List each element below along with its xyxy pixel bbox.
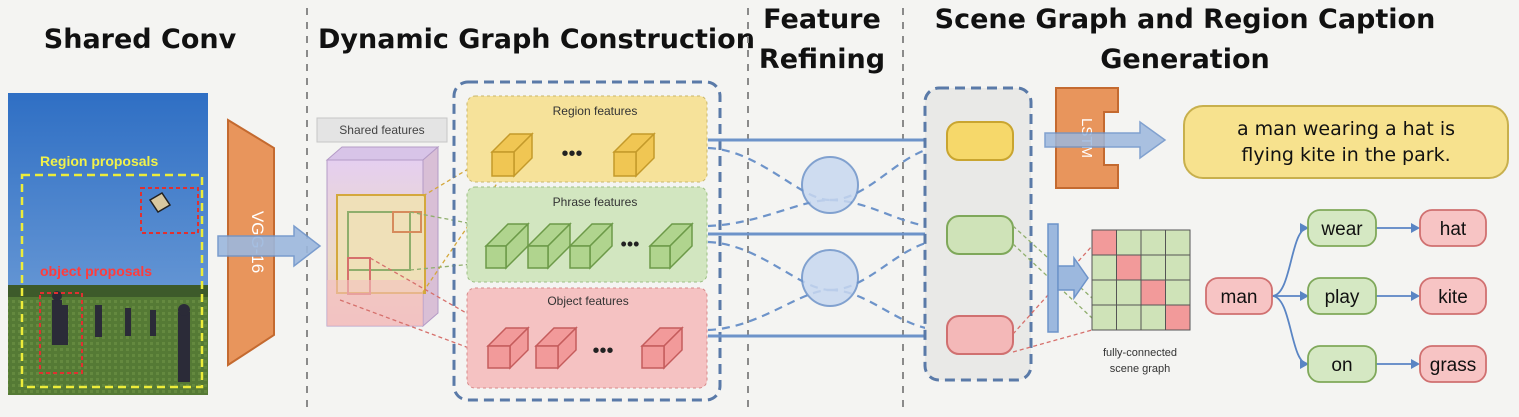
feature-refining-title-line1: Feature (763, 4, 881, 35)
phrase-ellipsis: ••• (621, 234, 640, 254)
region-proposals-label: Region proposals (40, 153, 158, 169)
object-feature-bar-3 (640, 326, 684, 370)
node-hat: hat (1440, 219, 1467, 240)
region-features-group: Region features ••• (466, 95, 708, 183)
graph-arrowheads (1300, 223, 1420, 369)
arrow-to-shared (217, 224, 322, 268)
phrase-feature-bar-2 (526, 222, 572, 270)
arrow-to-caption (1044, 120, 1167, 160)
scene-graph-label-line2: scene graph (1110, 363, 1171, 375)
region-features-label: Region features (553, 104, 638, 118)
object-proposal-box (39, 292, 83, 374)
kite-proposal-box (140, 187, 199, 234)
section-separators (306, 8, 904, 412)
object-features-group: Object features ••• (466, 287, 708, 389)
kite-icon (148, 191, 172, 214)
input-photo: Region proposals object proposals (8, 93, 208, 395)
scene-graph-title-line1: Scene Graph and Region Caption (934, 4, 1436, 35)
node-man: man (1221, 287, 1258, 308)
object-feature-bar-1 (486, 326, 530, 370)
refining-nodes (801, 156, 859, 307)
node-play: play (1325, 287, 1360, 308)
node-on: on (1331, 355, 1352, 376)
refined-object-feature (946, 315, 1014, 355)
object-ellipsis: ••• (592, 340, 613, 362)
phrase-feature-bar-4 (648, 222, 694, 270)
shared-conv-title: Shared Conv (43, 24, 237, 55)
scene-graph-title-line2: Generation (1100, 44, 1270, 75)
node-grass: grass (1430, 355, 1476, 376)
region-feature-bar-1 (490, 132, 534, 178)
graph-nodes (1205, 209, 1487, 383)
dynamic-graph-title: Dynamic Graph Construction (318, 24, 755, 55)
node-kite-box (1419, 277, 1487, 315)
graph-node-labels: man wear play on hat kite grass (1221, 219, 1477, 376)
scene-graph-label-line1: fully-connected (1103, 347, 1177, 359)
refined-phrase-feature (946, 215, 1014, 255)
node-wear-box (1307, 209, 1377, 247)
region-proposal-box (20, 173, 204, 389)
phrase-features-group: Phrase features ••• (466, 186, 708, 283)
region-feature-bar-2 (612, 132, 656, 178)
caption-box: a man wearing a hat is flying kite in th… (1183, 105, 1509, 179)
region-ellipsis: ••• (561, 143, 582, 165)
caption-line-1: a man wearing a hat is (1236, 118, 1456, 140)
phrase-feature-bar-3 (568, 222, 614, 270)
scene-graph-matrix (1091, 229, 1191, 331)
node-wear: wear (1320, 219, 1363, 240)
node-on-box (1307, 345, 1377, 383)
feature-groups-container (452, 80, 722, 402)
refining-node-top (801, 156, 859, 214)
node-man-box (1205, 277, 1273, 315)
phrase-features-label: Phrase features (553, 195, 638, 209)
node-play-box (1307, 277, 1377, 315)
refining-node-bottom (801, 249, 859, 307)
arrow-to-matrix (1047, 223, 1089, 333)
node-kite: kite (1438, 287, 1468, 308)
node-hat-box (1419, 209, 1487, 247)
node-grass-box (1419, 345, 1487, 383)
crowd-figures (52, 291, 190, 382)
shared-features-block: Shared features (316, 117, 448, 328)
shared-features-label: Shared features (339, 123, 424, 137)
object-feature-bar-2 (534, 326, 578, 370)
caption-line-2: flying kite in the park. (1241, 144, 1451, 166)
object-proposals-label: object proposals (40, 263, 152, 279)
object-features-label: Object features (547, 294, 628, 308)
refined-region-feature (946, 121, 1014, 161)
feature-refining-title-line2: Refining (758, 44, 886, 75)
